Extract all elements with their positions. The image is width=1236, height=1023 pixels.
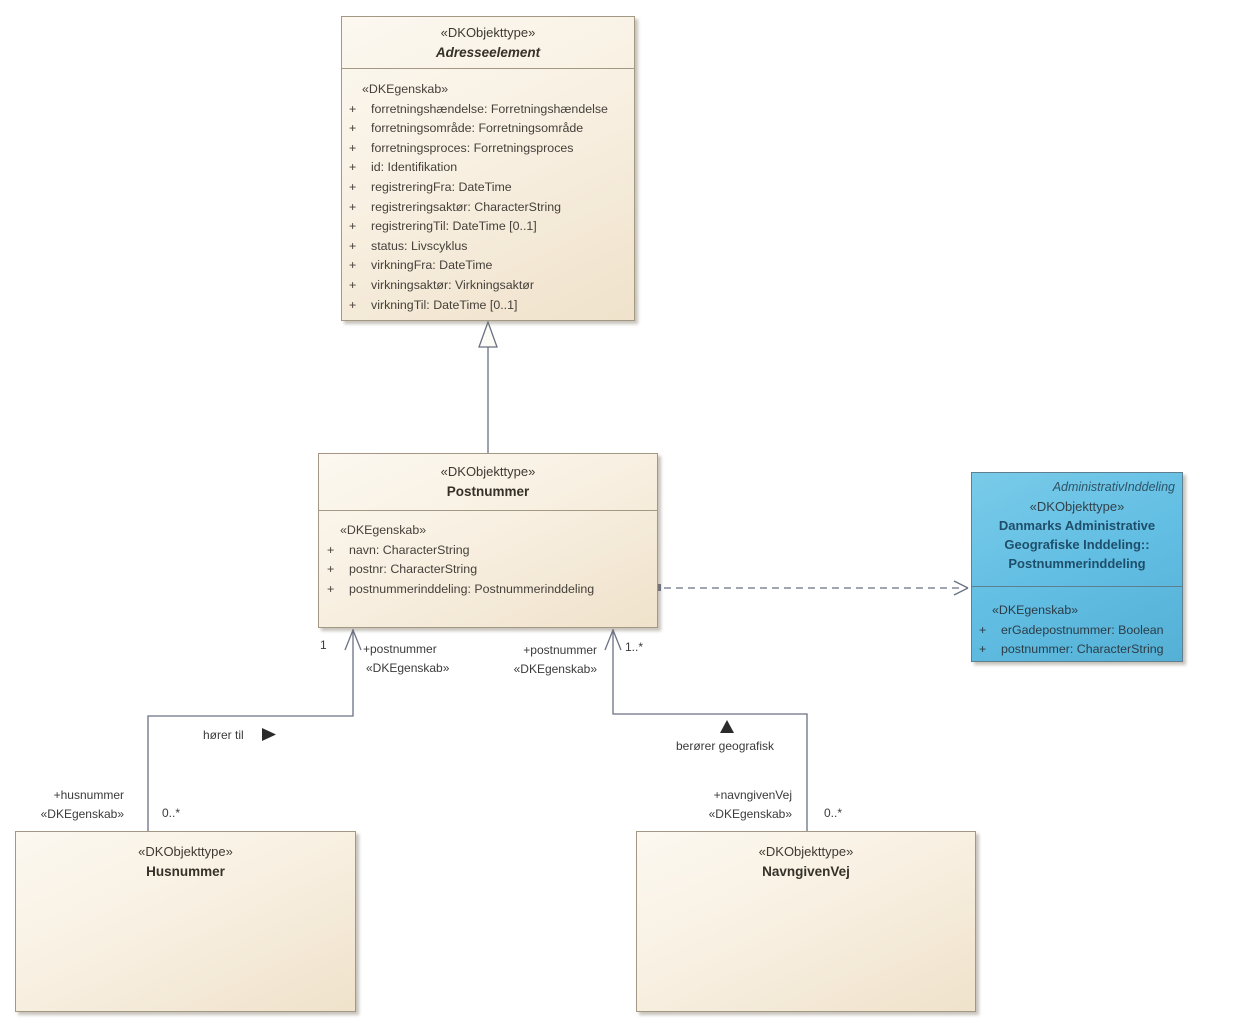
role-name-label: +postnummer — [363, 642, 437, 656]
class-name-line: Postnummerinddeling — [1008, 556, 1146, 571]
attribute-stereotype-label: «DKEgenskab» — [362, 82, 449, 96]
direction-arrow-up-icon — [720, 720, 734, 733]
attribute-row: +virkningsaktør: Virkningsaktør — [349, 277, 534, 292]
class-header: «DKObjekttype» Postnummer — [319, 454, 657, 511]
open-arrowhead-icon — [604, 629, 622, 651]
class-name: Postnummer — [446, 484, 530, 499]
stereotype-label: «DKObjekttype» — [440, 464, 536, 479]
association-name-label: berører geografisk — [676, 739, 775, 753]
class-name: Adresseelement — [435, 45, 541, 60]
class-header: AdministrativInddeling «DKObjekttype» Da… — [972, 473, 1182, 587]
role-name-label: +postnummer — [523, 643, 597, 657]
role-name-label: +navngivenVej — [713, 788, 792, 802]
parent-package-label: AdministrativInddeling — [1052, 480, 1175, 494]
role-label-group: +navngivenVej «DKEgenskab» — [692, 786, 792, 824]
open-arrowhead-icon — [953, 580, 969, 596]
class-adresseelement[interactable]: «DKObjekttype» Adresseelement «DKEgenska… — [341, 16, 635, 321]
class-header: «DKObjekttype» Husnummer — [16, 832, 355, 1011]
role-stereotype-label: «DKEgenskab» — [708, 807, 792, 821]
role-name-label: +husnummer — [53, 788, 124, 802]
attribute-row: +postnummer: CharacterString — [979, 642, 1164, 657]
attribute-row: +forretningsområde: Forretningsområde — [349, 121, 584, 136]
attribute-row: +registreringTil: DateTime [0..1] — [349, 219, 537, 234]
class-name: Husnummer — [146, 864, 225, 879]
multiplicity-label: 0..* — [824, 806, 843, 820]
attribute-row: +postnummerinddeling: Postnummerinddelin… — [327, 581, 595, 596]
attribute-row: +erGadepostnummer: Boolean — [979, 622, 1164, 637]
role-stereotype-label: «DKEgenskab» — [40, 807, 124, 821]
attribute-row: +forretningshændelse: Forretningshændels… — [349, 101, 608, 116]
role-label-group: +postnummer «DKEgenskab» — [497, 641, 597, 679]
attribute-list: +navn: CharacterString +postnr: Character… — [326, 541, 654, 600]
stereotype-label: «DKObjekttype» — [1029, 499, 1125, 514]
attribute-compartment: «DKEgenskab» +forretningshændelse: Forre… — [342, 69, 634, 315]
class-postnummer[interactable]: «DKObjekttype» Postnummer «DKEgenskab» +… — [318, 453, 658, 628]
attribute-compartment: «DKEgenskab» +navn: CharacterString +post… — [319, 511, 657, 599]
attribute-row: +postnr: CharacterString — [327, 562, 478, 577]
association-husnummer-postnummer — [147, 629, 362, 831]
generalization-triangle-icon — [478, 320, 498, 348]
class-name: NavngivenVej — [762, 864, 850, 879]
role-stereotype-label: «DKEgenskab» — [366, 661, 450, 675]
attribute-row: +registreringFra: DateTime — [349, 179, 512, 194]
multiplicity-label: 1 — [320, 638, 327, 652]
class-navngivenvej[interactable]: «DKObjekttype» NavngivenVej — [636, 831, 976, 1012]
attribute-row: +id: Identifikation — [349, 160, 458, 175]
multiplicity-label: 0..* — [162, 806, 181, 820]
attribute-row: +navn: CharacterString — [327, 542, 470, 557]
multiplicity-label: 1..* — [625, 640, 644, 654]
class-header: «DKObjekttype» NavngivenVej — [637, 832, 975, 1011]
attribute-row: +registreringsaktør: CharacterString — [349, 199, 562, 214]
generalization-connector — [478, 320, 498, 453]
class-husnummer[interactable]: «DKObjekttype» Husnummer — [15, 831, 356, 1012]
direction-arrow-right-icon — [262, 728, 276, 741]
stereotype-label: «DKObjekttype» — [440, 25, 536, 40]
stereotype-label: «DKObjekttype» — [138, 844, 233, 859]
attribute-row: +status: Livscyklus — [349, 238, 468, 253]
class-name-line: Geografiske Inddeling:: — [1004, 537, 1150, 552]
association-name-label: hører til — [203, 728, 244, 742]
class-header: «DKObjekttype» Adresseelement — [342, 17, 634, 69]
attribute-stereotype-label: «DKEgenskab» — [340, 523, 427, 537]
attribute-list: +forretningshændelse: Forretningshændels… — [348, 100, 631, 316]
class-name-line: Danmarks Administrative — [998, 518, 1156, 533]
dependency-connector — [641, 578, 969, 597]
attribute-compartment: «DKEgenskab» +erGadepostnummer: Boolean+… — [972, 587, 1182, 660]
class-postnummerinddeling[interactable]: AdministrativInddeling «DKObjekttype» Da… — [971, 472, 1183, 662]
role-label-group: +husnummer «DKEgenskab» — [20, 786, 124, 824]
stereotype-label: «DKObjekttype» — [758, 844, 854, 859]
attribute-row: +virkningFra: DateTime — [349, 258, 493, 273]
attribute-list: +erGadepostnummer: Boolean +postnummer: C… — [978, 621, 1180, 660]
association-navngivenvej-postnummer — [604, 629, 808, 831]
open-arrowhead-icon — [344, 629, 362, 651]
role-stereotype-label: «DKEgenskab» — [513, 662, 597, 676]
attribute-row: +forretningsproces: Forretningsproces — [349, 140, 574, 155]
role-label-group: +postnummer «DKEgenskab» — [363, 640, 449, 678]
attribute-stereotype-label: «DKEgenskab» — [992, 603, 1079, 617]
attribute-row: +virkningTil: DateTime [0..1] — [349, 297, 518, 312]
